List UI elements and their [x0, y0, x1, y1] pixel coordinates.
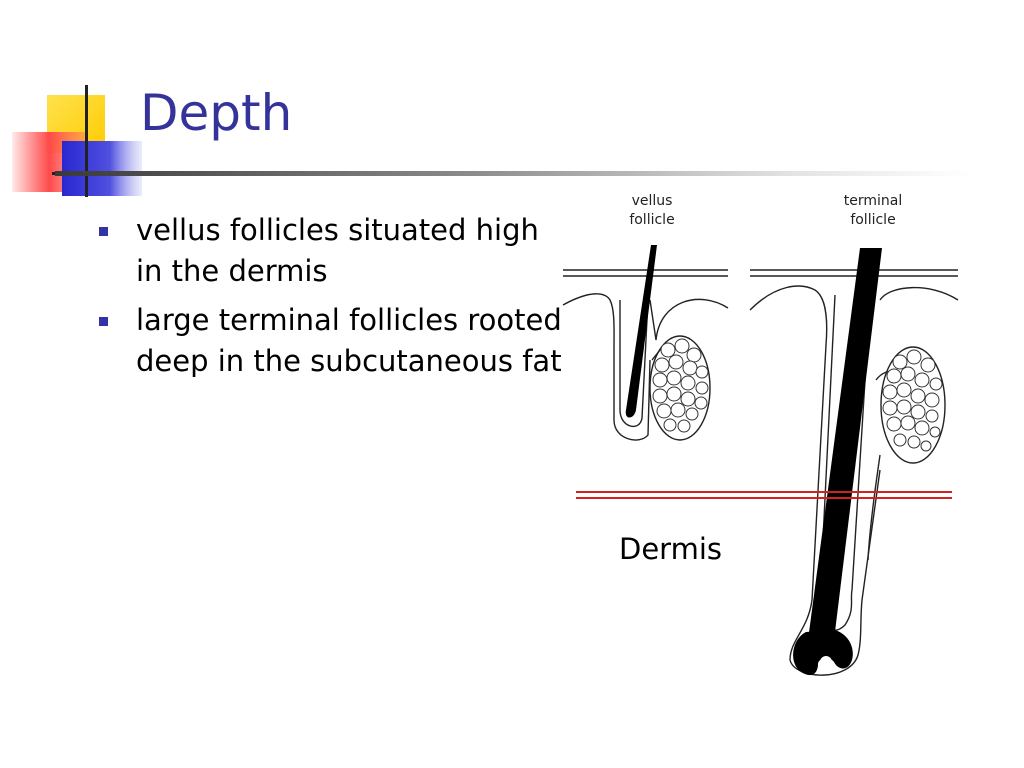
bullet-text: large terminal follicles rooted deep in …: [136, 303, 562, 378]
list-item: vellus follicles situated high in the de…: [96, 210, 566, 292]
terminal-hair-bulb: [793, 630, 853, 676]
skin-surface: [563, 269, 958, 277]
terminal-sebaceous-gland-cells: [882, 349, 943, 452]
terminal-label-line2: follicle: [850, 212, 895, 228]
page-title: Depth: [140, 84, 293, 142]
terminal-hair-shaft: [808, 248, 882, 640]
vellus-hair-shaft: [625, 245, 657, 418]
title-rule: [55, 171, 970, 176]
bullet-square-icon: [99, 317, 108, 326]
vellus-label-line1: vellus: [632, 193, 673, 209]
vellus-sebaceous-gland-cells: [652, 338, 709, 433]
terminal-label-line1: terminal: [844, 193, 902, 209]
bullet-square-icon: [99, 227, 108, 236]
list-item: large terminal follicles rooted deep in …: [96, 300, 566, 382]
bullet-list: vellus follicles situated high in the de…: [96, 210, 566, 390]
dermis-boundary-line: [576, 491, 952, 499]
hair-follicle-diagram: vellus follicle terminal follicle: [562, 193, 959, 676]
slide-logo-icon: [12, 85, 142, 197]
vellus-label-line2: follicle: [629, 212, 674, 228]
bullet-text: vellus follicles situated high in the de…: [136, 213, 539, 288]
dermis-label: Dermis: [619, 532, 723, 566]
vellus-follicle: [562, 293, 729, 441]
